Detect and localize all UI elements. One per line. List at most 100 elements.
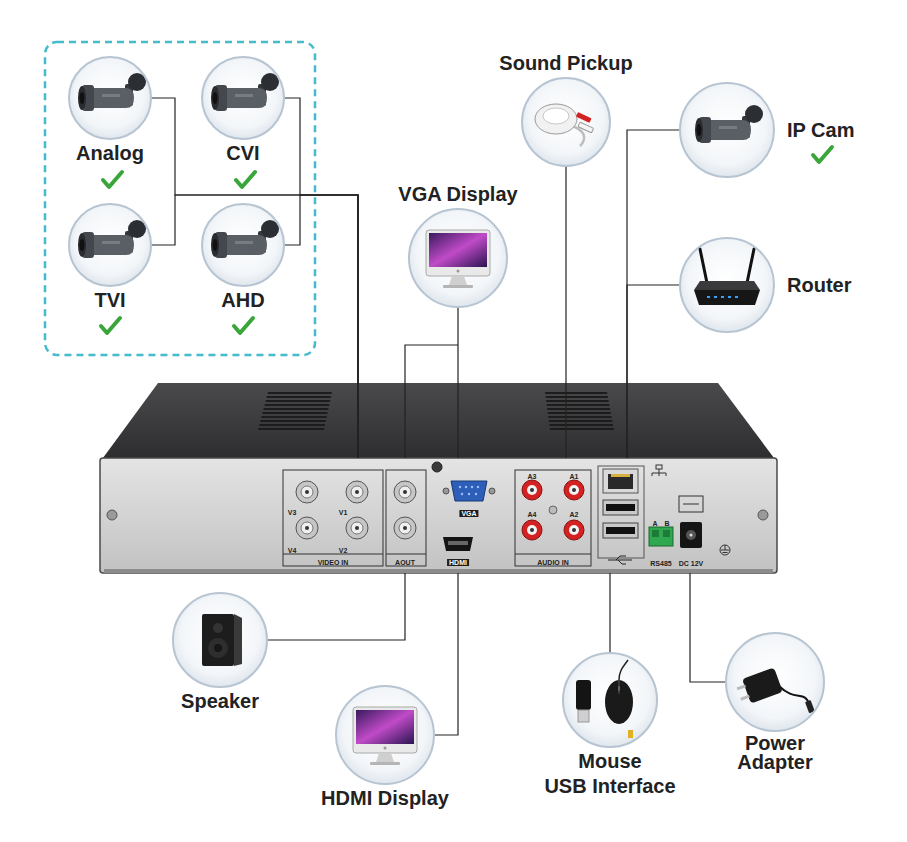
device-label: HDMI Display [321,787,449,810]
label-anchor: VIDEO IN [318,551,349,569]
label-anchor: AOUT [395,551,415,569]
device-label: IP Cam [787,119,854,142]
port-label: A3 [528,473,537,480]
port-label: VGA [459,510,478,517]
circle-border [202,204,284,286]
label-anchor: V1 [339,501,348,519]
device-label: Sound Pickup [499,52,632,75]
circle-outline [725,632,825,732]
label-anchor: A3 [528,465,537,483]
label-anchor: A2 [570,503,579,521]
connector-line [627,285,679,458]
circle-outline [172,592,268,688]
device-label: Analog [76,142,144,165]
circle-outline [201,203,285,287]
port-label: B [664,520,669,527]
port-label: V3 [288,509,297,516]
connector-line [609,573,610,652]
circle-border [680,83,774,177]
device-label: TVI [94,289,125,312]
connector-line [268,573,405,640]
circle-border [522,78,610,166]
label-anchor: VGA [459,502,478,520]
label-anchor: AUDIO IN [537,551,569,569]
device-circle: CVI [201,56,285,165]
port-label: V2 [339,547,348,554]
connector-line [435,573,458,735]
circle-border [409,209,507,307]
label-anchor: HDMI [447,551,469,569]
circle-outline [679,82,775,178]
device-circle: TVI [68,203,152,312]
device-label: USB Interface [544,775,675,798]
circle-outline [408,208,508,308]
circle-border [563,653,657,747]
device-circle: MouseUSB Interface [544,652,675,798]
label-anchor: B [664,512,669,530]
label-anchor: V2 [339,539,348,557]
label-anchor: A4 [528,503,537,521]
device-circle: Sound Pickup [499,52,632,167]
port-label: V1 [339,509,348,516]
circle-outline [68,56,152,140]
label-anchor: A [652,512,657,530]
circle-border [726,633,824,731]
port-label: A1 [570,473,579,480]
connector-line [565,167,566,458]
circle-border [69,204,151,286]
port-label: A2 [570,511,579,518]
port-label: AUDIO IN [537,559,569,566]
device-circle: VGA Display [398,183,517,308]
label-group: Router [787,274,851,297]
device-circle: HDMI Display [321,685,449,810]
port-label: A [652,520,657,527]
port-label: HDMI [447,559,469,566]
device-circle: AHD [201,203,285,312]
port-label: V4 [288,547,297,554]
port-label: VIDEO IN [318,559,349,566]
circle-outline [562,652,658,748]
device-label: Power Adapter [733,734,817,772]
label-anchor: A1 [570,465,579,483]
circle-border [202,57,284,139]
port-label: RS485 [650,560,671,567]
device-label: VGA Display [398,183,517,206]
connector-line [285,195,358,458]
circle-border [173,593,267,687]
label-anchor: RS485 [650,552,671,570]
label-group: IP Cam [787,119,854,142]
label-anchor: V3 [288,501,297,519]
circle-border [680,238,774,332]
circle-border [69,57,151,139]
connector-line [152,98,358,458]
device-label: AHD [221,289,264,312]
device-label: Router [787,274,851,297]
port-label: AOUT [395,559,415,566]
device-label: CVI [226,142,259,165]
connector-line [405,308,458,458]
connector-line [690,573,725,682]
dvr-panel: V3 V1V4 V2VIDEO IN AOUT VGA HDMI A3 A1A4 A2AUDIO… [100,458,777,573]
device-circle: IP Cam [679,82,854,178]
circle-outline [679,237,775,333]
device-label: Mouse [578,750,641,773]
device-circle: Analog [68,56,152,165]
circle-border [336,686,434,784]
circle-outline [201,56,285,140]
device-circle: Speaker [172,592,268,713]
label-anchor: DC 12V [679,552,704,570]
circle-outline [68,203,152,287]
circle-outline [335,685,435,785]
connector-line [152,195,358,458]
connector-line [285,98,358,458]
label-anchor: V4 [288,539,297,557]
port-label: A4 [528,511,537,518]
device-circle: Router [679,237,851,333]
connector-line [627,130,679,458]
circle-outline [521,77,611,167]
device-circle: Power Adapter [725,632,825,772]
port-label: DC 12V [679,560,704,567]
device-label: Speaker [181,690,259,713]
